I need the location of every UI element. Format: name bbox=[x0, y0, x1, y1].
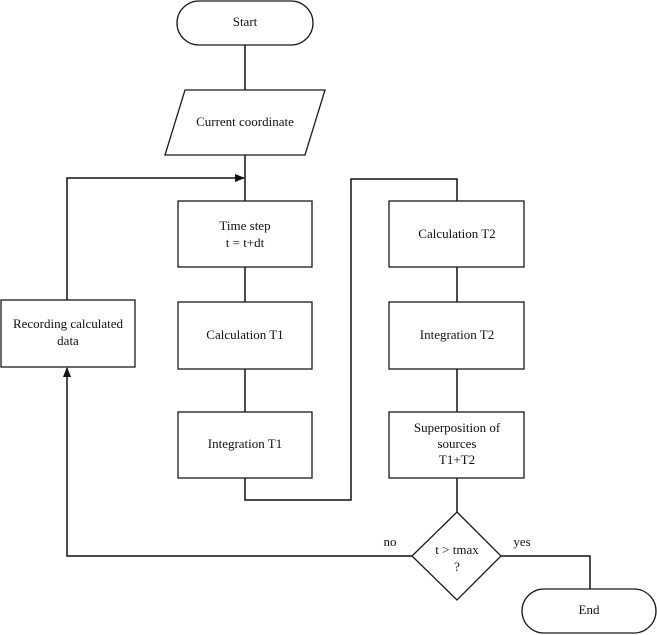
decision-label-line1: t > tmax bbox=[435, 542, 479, 557]
edge-decision-yes-to-end bbox=[501, 555, 591, 589]
time-step-label-line2: t = t+dt bbox=[226, 235, 265, 250]
edge-label-yes: yes bbox=[513, 534, 530, 549]
superposition-label-line2: sources bbox=[438, 436, 477, 451]
superposition-process: Superposition of sources T1+T2 bbox=[388, 411, 525, 479]
edge-decision-no-to-recording bbox=[63, 367, 412, 557]
recording-process: Recording calculated data bbox=[0, 299, 136, 368]
calculation-t1-label: Calculation T1 bbox=[206, 327, 283, 342]
edge-label-no: no bbox=[384, 534, 397, 549]
superposition-label-line1: Superposition of bbox=[414, 420, 501, 435]
superposition-label-line3: T1+T2 bbox=[439, 452, 475, 467]
calculation-t2-process: Calculation T2 bbox=[388, 200, 525, 268]
calculation-t1-process: Calculation T1 bbox=[177, 301, 313, 370]
edge-int-t1-to-calc-t2 bbox=[244, 178, 458, 501]
recording-label-line2: data bbox=[57, 333, 79, 348]
integration-t2-process: Integration T2 bbox=[388, 301, 525, 370]
decision-diamond: t > tmax ? bbox=[411, 511, 502, 601]
current-coordinate-io: Current coordinate bbox=[164, 89, 326, 156]
integration-t1-process: Integration T1 bbox=[177, 411, 313, 479]
integration-t2-label: Integration T2 bbox=[420, 327, 495, 342]
end-label: End bbox=[579, 602, 600, 617]
end-terminal: End bbox=[521, 588, 657, 634]
edge-recording-to-timestep bbox=[66, 174, 245, 300]
recording-label-line1: Recording calculated bbox=[13, 316, 124, 331]
start-label: Start bbox=[233, 14, 258, 29]
decision-label-line2: ? bbox=[454, 559, 460, 574]
time-step-process: Time step t = t+dt bbox=[177, 200, 313, 268]
current-coordinate-label: Current coordinate bbox=[196, 114, 294, 129]
calculation-t2-label: Calculation T2 bbox=[418, 226, 495, 241]
start-terminal: Start bbox=[176, 0, 314, 46]
integration-t1-label: Integration T1 bbox=[208, 436, 283, 451]
time-step-label-line1: Time step bbox=[219, 218, 270, 233]
